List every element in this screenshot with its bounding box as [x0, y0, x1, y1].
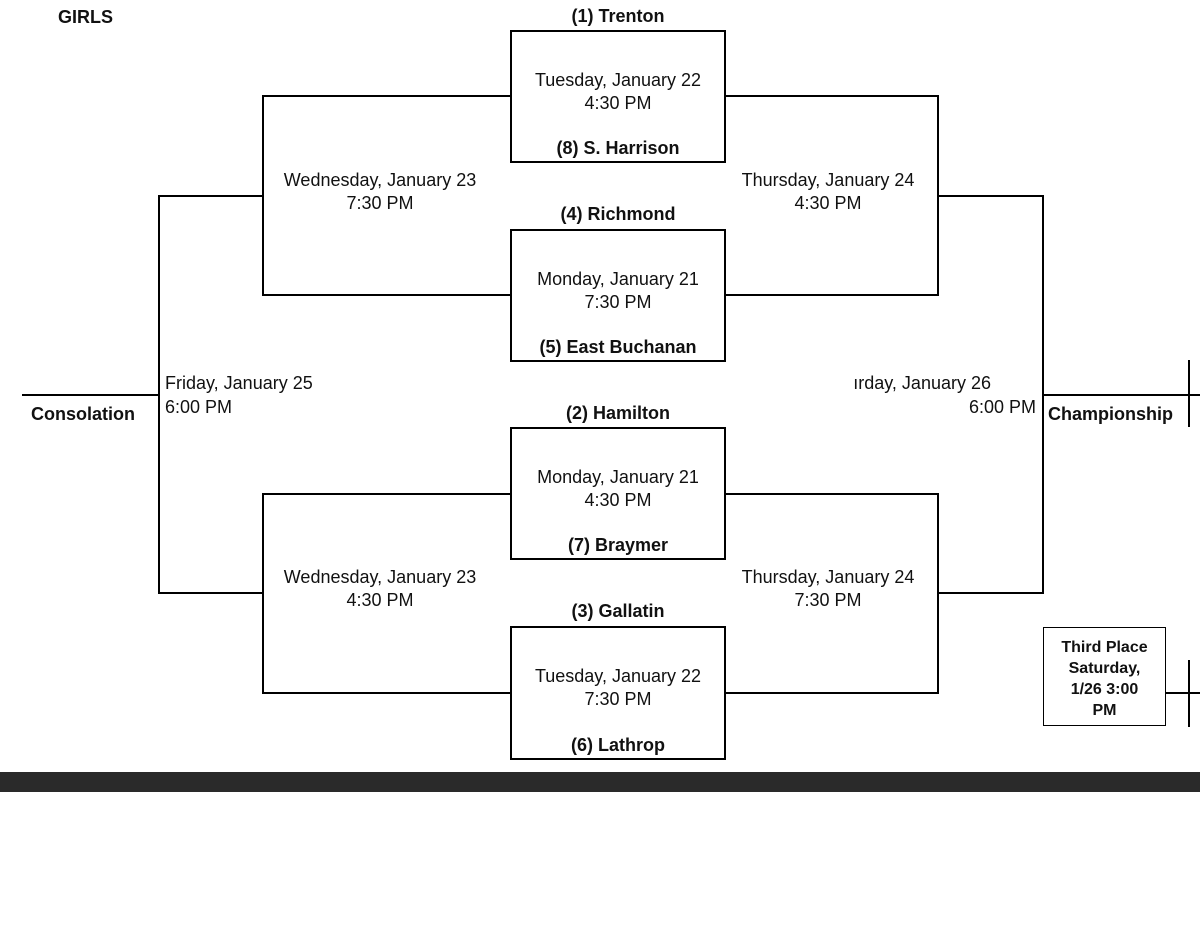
left-lower-semi-time: 4:30 PM	[346, 590, 414, 610]
left-lower-semi-date: Wednesday, January 23	[283, 567, 477, 587]
bracket-line	[1042, 195, 1044, 594]
championship-label: Championship	[1048, 404, 1173, 424]
bracket-line	[726, 692, 939, 694]
game4-time: 7:30 PM	[584, 689, 652, 709]
consolation-line	[22, 394, 159, 396]
game1-box	[510, 30, 726, 163]
third-place-date-time: 1/26 3:00	[1070, 681, 1139, 698]
game3-box	[510, 427, 726, 560]
bracket-line	[726, 493, 939, 495]
game3-bottom-team: (7) Braymer	[567, 535, 669, 555]
bracket-line	[726, 95, 939, 97]
bracket-line	[262, 493, 264, 694]
consolation-time: 6:00 PM	[165, 397, 233, 417]
game3-top-team: (2) Hamilton	[565, 403, 670, 423]
game4-box	[510, 626, 726, 760]
bracket-line	[937, 493, 939, 694]
championship-date: ırday, January 26	[853, 373, 991, 393]
bracket-line	[1188, 360, 1190, 427]
bracket-line	[158, 195, 160, 594]
game2-bottom-team: (5) East Buchanan	[539, 337, 697, 357]
game1-bottom-team: (8) S. Harrison	[556, 138, 680, 158]
left-upper-semi-time: 7:30 PM	[346, 193, 414, 213]
right-lower-semi-time: 7:30 PM	[794, 590, 862, 610]
game4-date: Tuesday, January 22	[534, 666, 702, 686]
game2-top-team: (4) Richmond	[560, 204, 676, 224]
bracket-line	[263, 692, 510, 694]
bracket-line	[726, 294, 939, 296]
third-place-day: Saturday,	[1068, 660, 1141, 677]
bracket-line	[1166, 692, 1200, 694]
bracket-title: GIRLS	[58, 7, 114, 27]
championship-time: 6:00 PM	[968, 397, 1036, 417]
right-upper-semi-date: Thursday, January 24	[741, 170, 915, 190]
bracket-line	[263, 95, 510, 97]
game2-box	[510, 229, 726, 362]
bracket-line	[939, 592, 1044, 594]
game4-top-team: (3) Gallatin	[571, 601, 665, 621]
bracket-line	[939, 195, 1044, 197]
game1-date: Tuesday, January 22	[534, 70, 702, 90]
game3-time: 4:30 PM	[584, 490, 652, 510]
consolation-label: Consolation	[31, 404, 135, 424]
bracket-line	[937, 95, 939, 296]
game2-date: Monday, January 21	[537, 269, 699, 289]
bracket-line	[262, 95, 264, 296]
right-lower-semi-date: Thursday, January 24	[741, 567, 915, 587]
consolation-date: Friday, January 25	[165, 373, 313, 393]
left-upper-semi-date: Wednesday, January 23	[283, 170, 477, 190]
game3-date: Monday, January 21	[537, 467, 699, 487]
game2-time: 7:30 PM	[584, 292, 652, 312]
championship-line	[1044, 394, 1200, 396]
bracket-line	[159, 195, 263, 197]
bracket-line	[263, 294, 510, 296]
game4-bottom-team: (6) Lathrop	[571, 735, 665, 755]
right-upper-semi-time: 4:30 PM	[794, 193, 862, 213]
game1-top-team: (1) Trenton	[571, 6, 665, 26]
third-place-title: Third Place	[1061, 639, 1148, 656]
bracket-line	[159, 592, 263, 594]
game1-time: 4:30 PM	[584, 93, 652, 113]
bottom-bar	[0, 772, 1200, 792]
third-place-ampm: PM	[1092, 702, 1117, 719]
bracket-line	[263, 493, 510, 495]
third-place-box: Third Place Saturday, 1/26 3:00 PM	[1043, 627, 1166, 726]
